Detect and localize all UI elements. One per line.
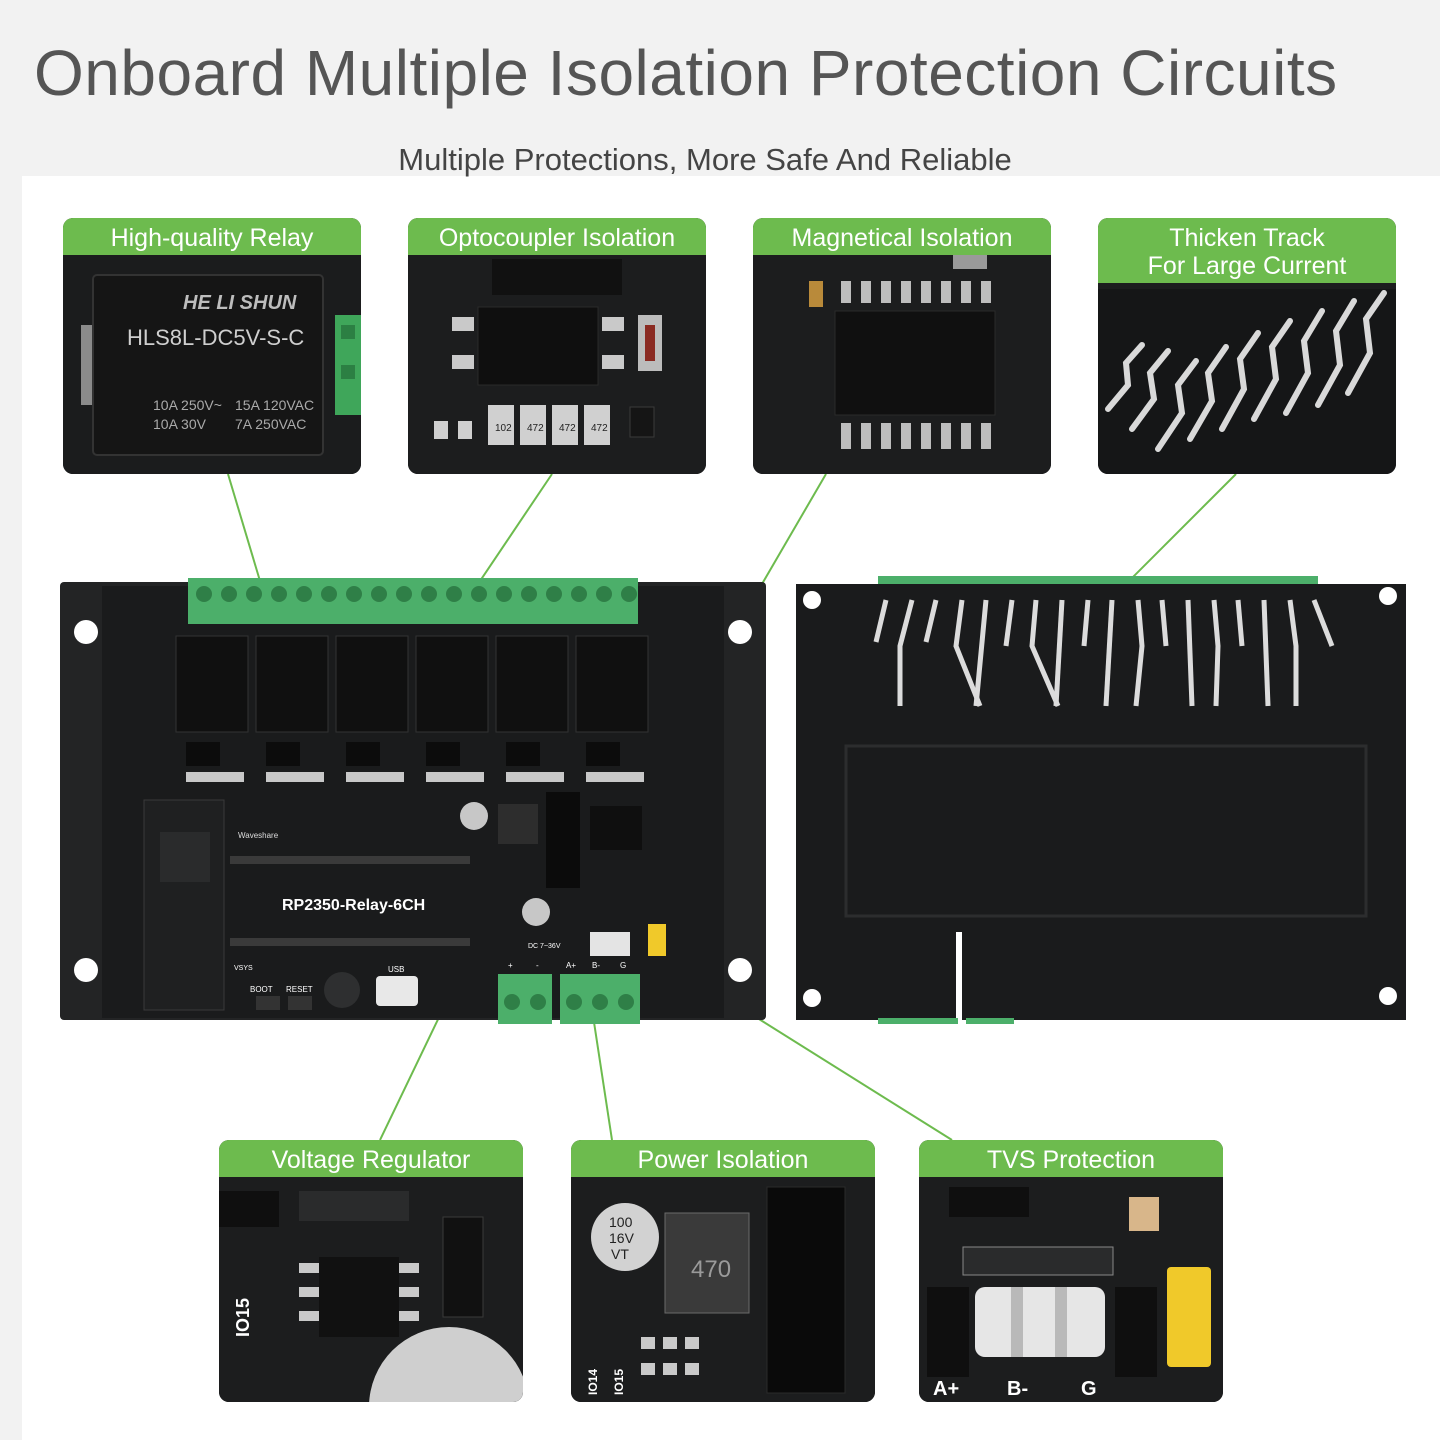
optocoupler-callout-card: Optocoupler Isolation 102 472 472 472: [408, 218, 706, 474]
reset-button-label: RESET: [286, 985, 313, 994]
tvs-closeup: A+ B- G: [919, 1177, 1223, 1402]
relay-rating-4: 7A 250VAC: [235, 416, 306, 432]
board-brand-label: Waveshare: [238, 831, 279, 840]
tvs-b-label: B-: [1007, 1378, 1028, 1400]
relay-rating-2: 10A 30V: [153, 416, 207, 432]
optocoupler-resistor-4: 472: [591, 423, 608, 434]
magnetical-callout-label: Magnetical Isolation: [753, 218, 1051, 255]
relay-rating-3: 15A 120VAC: [235, 397, 314, 413]
power-plus-label: +: [508, 961, 513, 970]
relay-callout-card: High-quality Relay HE LI SHUN HLS8L-DC5V…: [63, 218, 361, 474]
power-closeup: 100 16V VT 470 IO14 IO15: [571, 1177, 875, 1402]
magnetical-closeup: [753, 255, 1051, 474]
rs485-g-label: G: [620, 961, 626, 970]
optocoupler-closeup: 102 472 472 472: [408, 255, 706, 474]
capacitor-series-label: VT: [611, 1246, 629, 1262]
regulator-callout-card: Voltage Regulator IO15: [219, 1140, 523, 1402]
tvs-callout-card: TVS Protection A+ B- G: [919, 1140, 1223, 1402]
power-io14-label: IO14: [586, 1369, 600, 1395]
rs485-a-label: A+: [566, 961, 576, 970]
track-closeup: [1098, 289, 1396, 474]
relay-model-text: HLS8L-DC5V-S-C: [127, 325, 304, 350]
vsys-label: VSYS: [234, 965, 253, 972]
board-name-label: RP2350-Relay-6CH: [282, 897, 425, 914]
rs485-b-label: B-: [592, 961, 600, 970]
magnetical-callout-card: Magnetical Isolation: [753, 218, 1051, 474]
optocoupler-callout-label: Optocoupler Isolation: [408, 218, 706, 255]
power-minus-label: -: [536, 961, 539, 970]
page-title: Onboard Multiple Isolation Protection Ci…: [34, 37, 1338, 109]
relay-callout-label: High-quality Relay: [63, 218, 361, 255]
capacitor-value-label: 100: [609, 1214, 633, 1230]
relay-board-back: [796, 576, 1406, 1026]
regulator-io-label: IO15: [233, 1298, 253, 1337]
optocoupler-resistor-3: 472: [559, 423, 576, 434]
optocoupler-resistor-2: 472: [527, 423, 544, 434]
capacitor-voltage-label: 16V: [609, 1230, 635, 1246]
tvs-a-label: A+: [933, 1378, 959, 1400]
power-callout-card: Power Isolation 100 16V VT 470 IO14 IO15: [571, 1140, 875, 1402]
boot-button-label: BOOT: [250, 985, 273, 994]
track-callout-label: Thicken Track For Large Current: [1098, 218, 1396, 283]
relay-brand-text: HE LI SHUN: [183, 292, 297, 314]
board-usb-label: USB: [388, 965, 404, 974]
regulator-callout-label: Voltage Regulator: [219, 1140, 523, 1177]
relay-closeup: HE LI SHUN HLS8L-DC5V-S-C 10A 250V~ 10A …: [63, 255, 361, 474]
power-callout-label: Power Isolation: [571, 1140, 875, 1177]
relay-rating-1: 10A 250V~: [153, 397, 222, 413]
power-io15-label: IO15: [612, 1369, 626, 1395]
page-subtitle: Multiple Protections, More Safe And Reli…: [398, 142, 1012, 177]
regulator-closeup: IO15: [219, 1177, 523, 1402]
track-callout-card: Thicken Track For Large Current: [1098, 218, 1396, 474]
inductor-value-label: 470: [691, 1256, 731, 1283]
relay-board-front: RP2350-Relay-6CH Waveshare USB BOOT RESE…: [60, 576, 766, 1036]
optocoupler-resistor-1: 102: [495, 423, 512, 434]
dc-input-label: DC 7~36V: [528, 943, 561, 950]
tvs-callout-label: TVS Protection: [919, 1140, 1223, 1177]
tvs-g-label: G: [1081, 1378, 1097, 1400]
